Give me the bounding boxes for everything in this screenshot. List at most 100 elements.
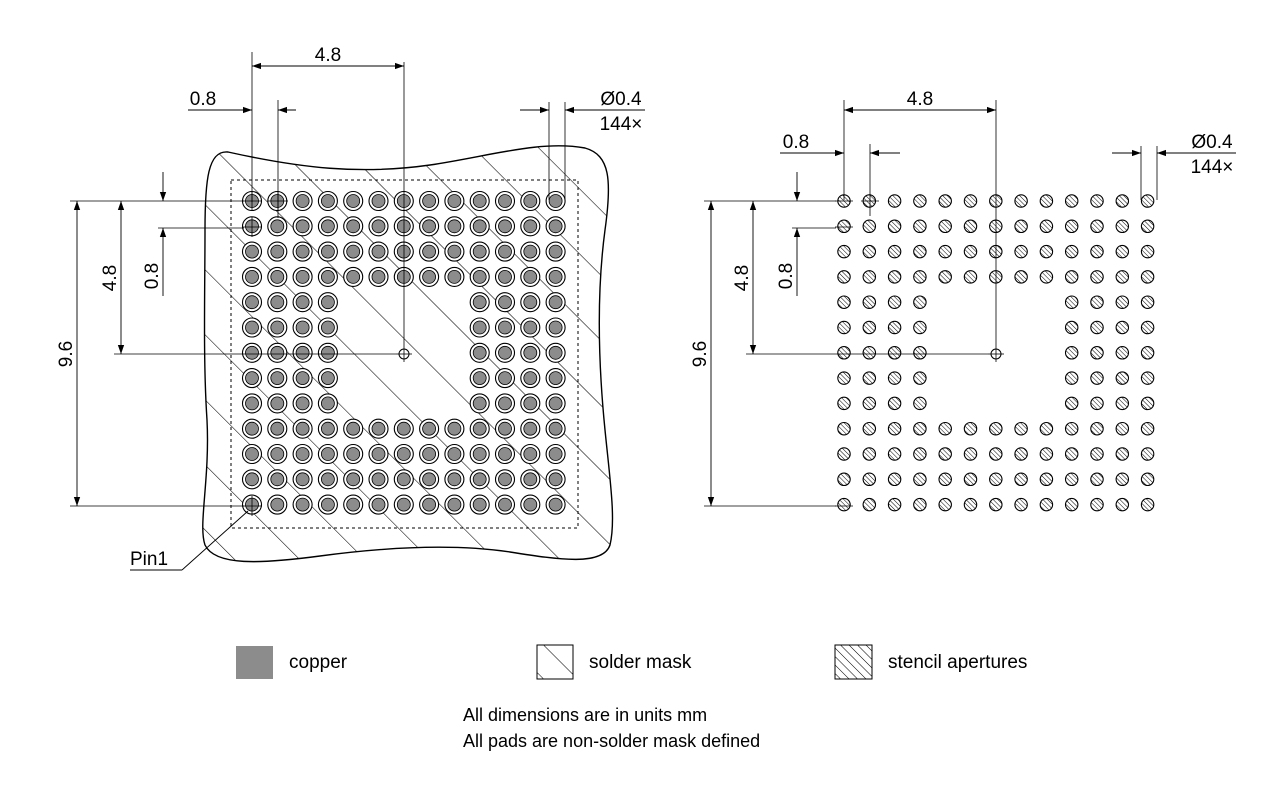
copper-pad	[422, 421, 437, 436]
stencil-aperture	[837, 447, 851, 461]
copper-pad	[346, 497, 361, 512]
copper-pad	[346, 194, 361, 208]
stencil-aperture	[1064, 270, 1079, 284]
stencil-aperture	[1140, 421, 1155, 436]
copper-pad	[245, 295, 259, 310]
legend: copper solder mask stencil apertures	[236, 644, 1027, 680]
copper-pad	[295, 194, 310, 208]
copper-pad	[548, 345, 563, 360]
note-pads: All pads are non-solder mask defined	[463, 731, 760, 751]
stencil-aperture	[963, 421, 978, 436]
stencil-aperture	[1039, 497, 1054, 512]
stencil-aperture	[862, 472, 877, 487]
copper-pad	[523, 194, 538, 208]
stencil-aperture	[1039, 270, 1054, 284]
legend-stencil-label: stencil apertures	[888, 652, 1027, 673]
stencil-aperture	[862, 421, 877, 436]
stencil-aperture	[938, 194, 952, 208]
copper-pad	[498, 219, 512, 234]
stencil-aperture	[963, 194, 978, 208]
stencil-aperture	[1039, 472, 1054, 487]
copper-pad	[447, 497, 462, 512]
copper-pad	[245, 320, 259, 335]
stencil-aperture	[938, 421, 952, 436]
stencil-aperture	[1090, 295, 1104, 309]
stencil-aperture	[1090, 447, 1104, 461]
copper-pad	[422, 497, 437, 512]
copper-pad	[523, 345, 538, 360]
copper-pad	[447, 269, 462, 284]
copper-pad	[245, 396, 259, 411]
copper-pad	[371, 472, 386, 487]
copper-pad	[447, 447, 462, 461]
copper-pad	[548, 269, 563, 284]
copper-pad	[371, 497, 386, 512]
copper-pad	[396, 472, 411, 487]
copper-pad	[371, 269, 386, 284]
copper-pad	[320, 194, 335, 208]
copper-pad	[245, 244, 259, 259]
copper-pad	[270, 447, 285, 461]
stencil-aperture	[837, 219, 851, 234]
copper-pad	[422, 269, 437, 284]
stencil-aperture	[837, 396, 851, 411]
copper-pad	[523, 320, 538, 335]
copper-pad	[523, 295, 538, 310]
copper-pad	[447, 421, 462, 436]
pin1-label: Pin1	[130, 549, 168, 570]
stencil-aperture	[1090, 270, 1104, 284]
stencil-aperture	[1014, 244, 1028, 259]
copper-pad	[548, 371, 563, 386]
copper-pad	[320, 295, 335, 310]
copper-pad	[422, 447, 437, 461]
stencil-aperture	[1140, 295, 1155, 309]
copper-pad	[548, 194, 563, 208]
copper-pad	[523, 371, 538, 386]
copper-pad	[472, 194, 487, 208]
copper-pad	[270, 421, 285, 436]
stencil-aperture	[1115, 421, 1130, 436]
stencil-aperture	[1115, 447, 1130, 461]
copper-pad	[447, 194, 462, 208]
dim-label-9.6: 9.6	[56, 341, 77, 367]
copper-pad	[472, 345, 487, 360]
stencil-aperture	[837, 346, 851, 360]
stencil-aperture	[1140, 472, 1155, 487]
copper-pad	[548, 472, 563, 487]
copper-pad	[498, 345, 512, 360]
legend-solder-mask-label: solder mask	[589, 652, 692, 673]
copper-pad	[346, 244, 361, 259]
copper-pad	[498, 244, 512, 259]
copper-pad	[498, 194, 512, 208]
stencil-aperture	[913, 244, 927, 259]
copper-pad	[371, 421, 386, 436]
copper-pad	[295, 244, 310, 259]
copper-pad	[548, 447, 563, 461]
copper-pad	[472, 295, 487, 310]
stencil-aperture	[862, 371, 877, 385]
copper-pad	[346, 421, 361, 436]
copper-pad	[422, 219, 437, 234]
stencil-aperture	[938, 244, 952, 259]
copper-pad	[295, 371, 310, 386]
stencil-aperture	[1115, 320, 1130, 335]
copper-pad	[523, 396, 538, 411]
stencil-aperture	[938, 270, 952, 284]
stencil-aperture	[1064, 295, 1079, 309]
stencil-aperture	[1090, 320, 1104, 335]
copper-pad	[523, 497, 538, 512]
r-dim-label-9.6: 9.6	[690, 341, 711, 367]
stencil-aperture	[1115, 270, 1130, 284]
stencil-aperture	[887, 194, 902, 208]
stencil-aperture	[1064, 371, 1079, 385]
copper-pad	[498, 269, 512, 284]
r-dim-label-0.8-left: 0.8	[776, 263, 797, 289]
copper-pad	[447, 244, 462, 259]
copper-pad	[523, 447, 538, 461]
stencil-aperture	[1115, 472, 1130, 487]
copper-pad	[320, 371, 335, 386]
stencil-aperture	[1140, 396, 1155, 411]
copper-pad	[498, 295, 512, 310]
stencil-aperture	[963, 219, 978, 234]
stencil-aperture	[837, 244, 851, 259]
